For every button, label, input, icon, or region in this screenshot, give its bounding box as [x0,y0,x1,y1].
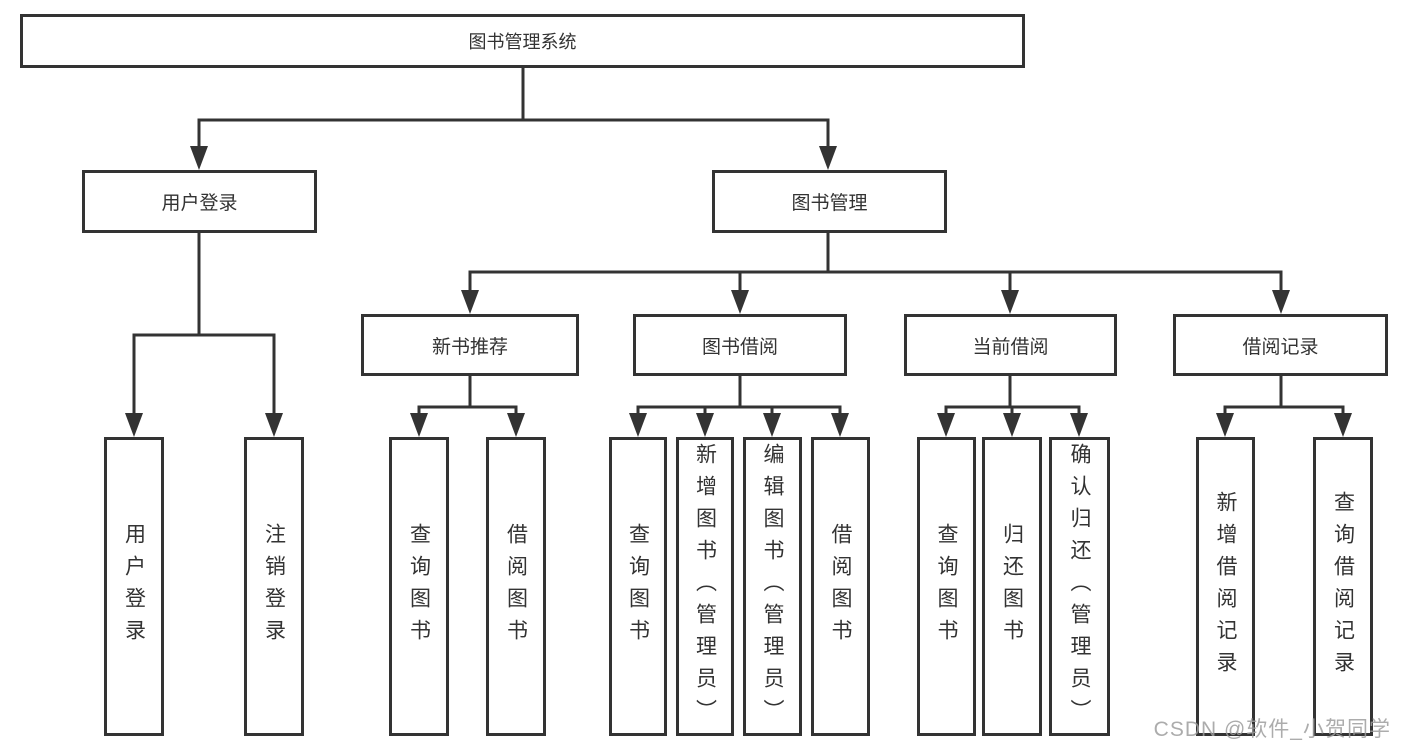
node-borrowing-records-label: 借阅记录 [1242,336,1319,358]
arrowheads [125,146,1352,437]
node-library-system: 图书管理系统 [20,14,1025,68]
leaf-borrow-books-borrowing-label: 借阅图书 [829,522,852,651]
leaf-borrow-books-recommend: 借阅图书 [486,437,546,736]
node-new-book-recommend-label: 新书推荐 [431,336,508,358]
leaf-borrow-books-borrowing: 借阅图书 [811,437,870,736]
leaf-query-books-borrowing: 查询图书 [609,437,667,736]
leaf-query-books-current-label: 查询图书 [935,522,958,651]
node-user-login-label: 用户登录 [161,193,238,214]
leaf-borrow-books-recommend-label: 借阅图书 [504,522,528,651]
leaf-query-borrow-record-label: 查询借阅记录 [1331,490,1355,683]
leaf-add-books-admin-label: 新增图书（管理员） [693,442,717,731]
leaf-add-books-admin: 新增图书（管理员） [676,437,734,736]
node-book-borrowing: 图书借阅 [633,314,847,376]
leaf-return-books-label: 归还图书 [1000,522,1024,651]
node-user-login: 用户登录 [82,170,317,233]
leaf-edit-books-admin: 编辑图书（管理员） [743,437,802,736]
leaf-confirm-return-admin-label: 确认归还（管理员） [1068,442,1091,731]
leaf-edit-books-admin-label: 编辑图书（管理员） [761,442,784,731]
node-library-system-label: 图书管理系统 [468,32,577,52]
leaf-query-borrow-record: 查询借阅记录 [1313,437,1373,736]
leaf-query-books-borrowing-label: 查询图书 [626,522,650,651]
leaf-logout-label: 注销登录 [262,522,286,651]
leaf-query-books-recommend: 查询图书 [389,437,449,736]
node-current-borrowing: 当前借阅 [904,314,1117,376]
node-book-borrowing-label: 图书借阅 [701,336,778,358]
node-new-book-recommend: 新书推荐 [361,314,579,376]
leaf-add-borrow-record: 新增借阅记录 [1196,437,1255,736]
leaf-return-books: 归还图书 [982,437,1042,736]
watermark: CSDN @软件_小贺同学 [1153,718,1391,741]
leaf-user-login: 用户登录 [104,437,164,736]
node-book-management-label: 图书管理 [791,193,868,214]
node-borrowing-records: 借阅记录 [1173,314,1388,376]
leaf-user-login-label: 用户登录 [122,522,146,651]
node-book-management: 图书管理 [712,170,947,233]
leaf-logout: 注销登录 [244,437,304,736]
node-current-borrowing-label: 当前借阅 [972,336,1049,358]
leaf-query-books-current: 查询图书 [917,437,976,736]
leaf-query-books-recommend-label: 查询图书 [407,522,431,651]
leaf-add-borrow-record-label: 新增借阅记录 [1214,490,1237,683]
leaf-confirm-return-admin: 确认归还（管理员） [1049,437,1110,736]
